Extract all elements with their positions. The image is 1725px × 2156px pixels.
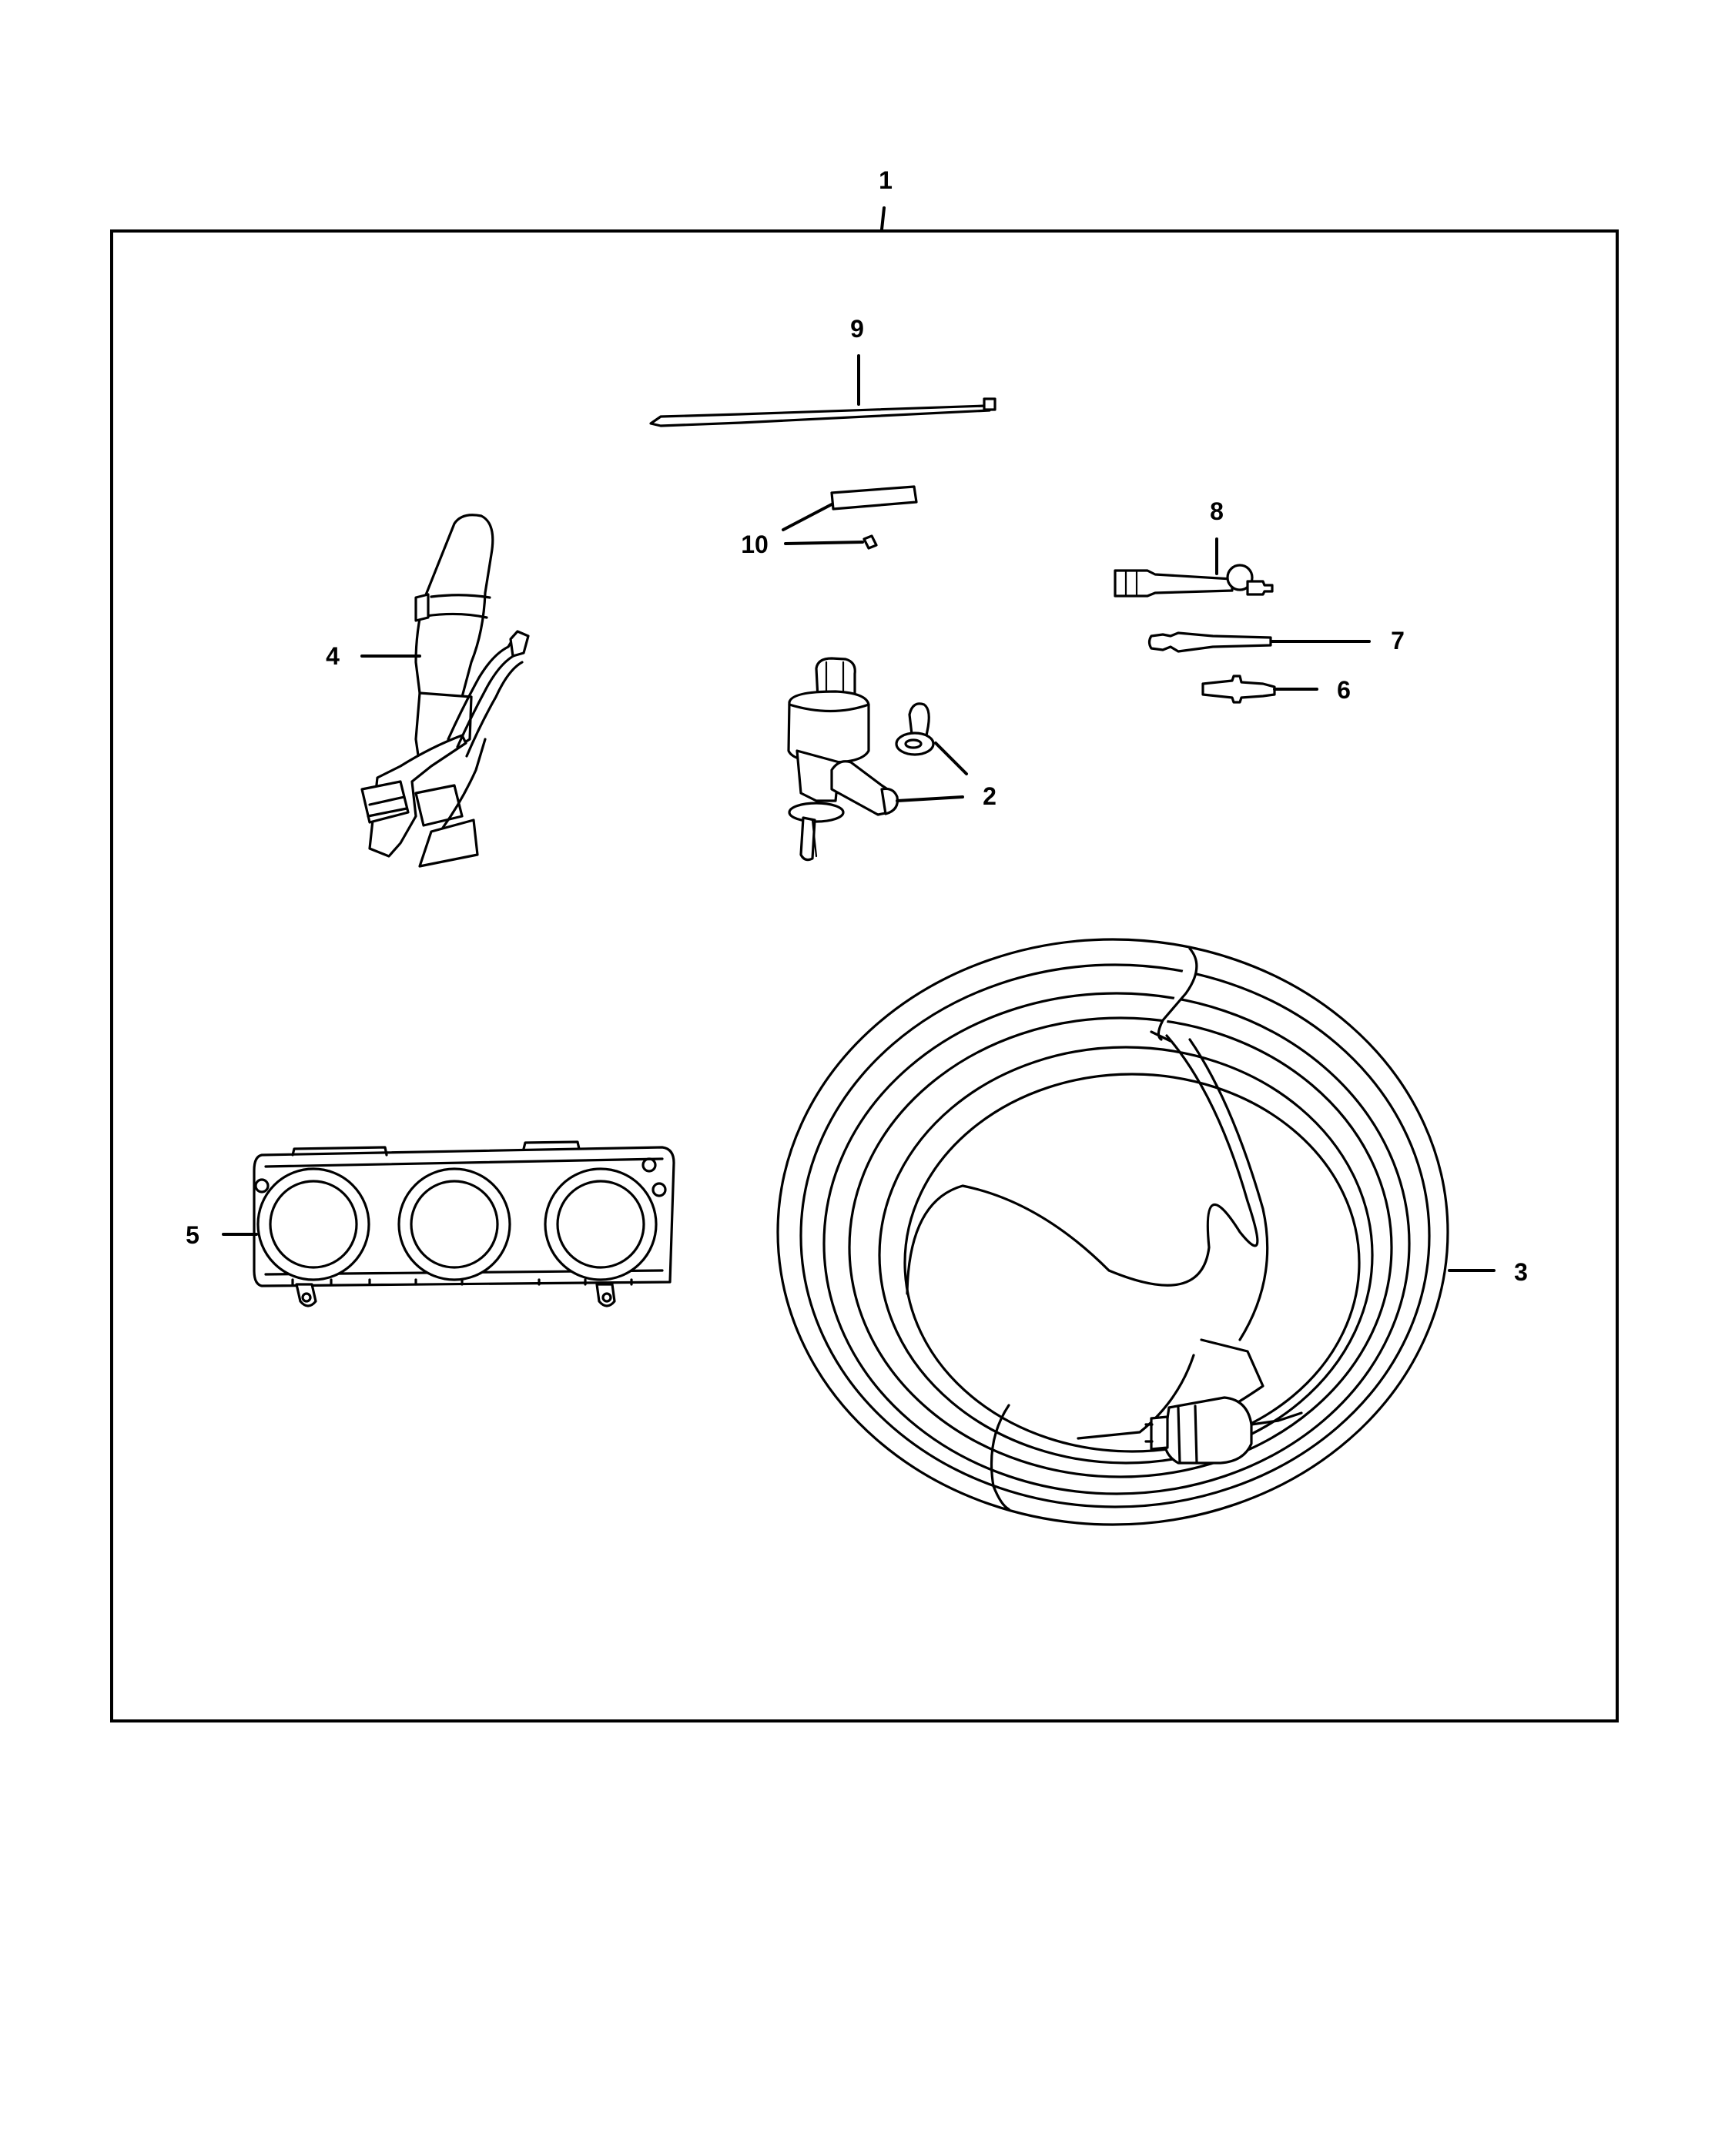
callout-1: 1: [879, 166, 893, 194]
wiring-harness: 3: [776, 938, 1528, 1526]
switch-lever: 4: [326, 514, 530, 868]
callout-10: 10: [741, 531, 769, 558]
control-panel: 5: [186, 1140, 675, 1307]
washer-pump: 2: [787, 657, 996, 862]
callout-7: 7: [1391, 627, 1405, 654]
callout-9: 9: [850, 315, 864, 343]
callout-2: 2: [983, 782, 996, 810]
kit-frame: [110, 229, 1619, 1722]
leader-2b: [896, 795, 964, 802]
leader-1: [880, 206, 886, 231]
callout-8: 8: [1210, 497, 1224, 525]
leader-2a: [934, 742, 968, 775]
leader-10a: [782, 503, 833, 531]
fitting: 8: [1114, 497, 1274, 598]
callout-3: 3: [1514, 1258, 1528, 1286]
push-pin: 6: [1201, 675, 1351, 704]
leader-10b: [784, 541, 864, 545]
long-pin: 7: [1147, 627, 1405, 654]
callout-5: 5: [186, 1221, 199, 1249]
kit-group: 1: [110, 166, 1619, 1722]
callout-6: 6: [1337, 676, 1351, 704]
adhesive-pad: 10: [741, 485, 918, 558]
cable-tie: 9: [649, 315, 996, 427]
callout-4: 4: [326, 642, 340, 670]
